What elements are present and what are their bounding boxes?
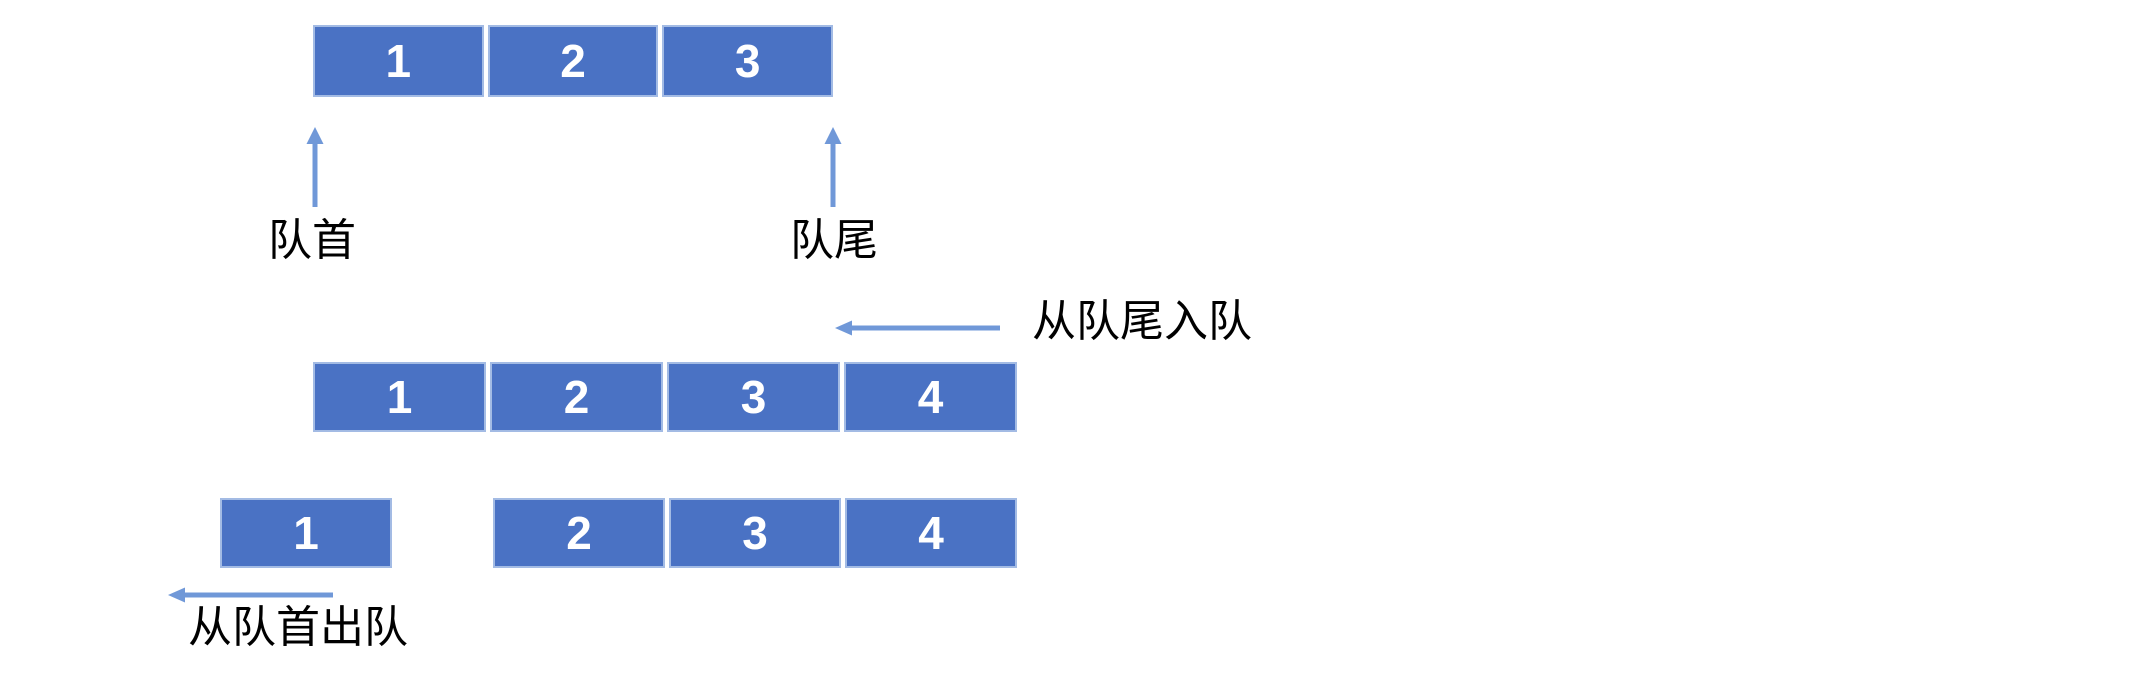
queue-cell: 4 bbox=[844, 362, 1017, 432]
queue-row-after-enqueue: 1 2 3 4 bbox=[313, 362, 1017, 432]
rear-pointer-arrow-icon bbox=[824, 127, 842, 207]
queue-row-after-dequeue: 2 3 4 bbox=[493, 498, 1017, 568]
queue-cell: 3 bbox=[662, 25, 834, 97]
queue-cell: 2 bbox=[487, 25, 659, 97]
queue-row-dequeued-item: 1 bbox=[220, 498, 392, 568]
queue-cell: 1 bbox=[220, 498, 392, 568]
queue-cell: 1 bbox=[313, 362, 486, 432]
queue-cell: 3 bbox=[667, 362, 840, 432]
front-label: 队首 bbox=[268, 216, 356, 265]
dequeue-arrow-icon bbox=[168, 587, 333, 603]
queue-cell: 3 bbox=[669, 498, 841, 568]
queue-cell: 4 bbox=[845, 498, 1017, 568]
enqueue-label: 从队尾入队 bbox=[1032, 297, 1252, 346]
enqueue-arrow-icon bbox=[835, 320, 1000, 336]
dequeue-label: 从队首出队 bbox=[188, 603, 408, 652]
rear-label: 队尾 bbox=[790, 216, 878, 265]
queue-row-initial: 1 2 3 bbox=[313, 25, 834, 97]
queue-cell: 2 bbox=[493, 498, 665, 568]
queue-cell: 1 bbox=[313, 25, 484, 97]
queue-cell: 2 bbox=[490, 362, 663, 432]
front-pointer-arrow-icon bbox=[306, 127, 324, 207]
